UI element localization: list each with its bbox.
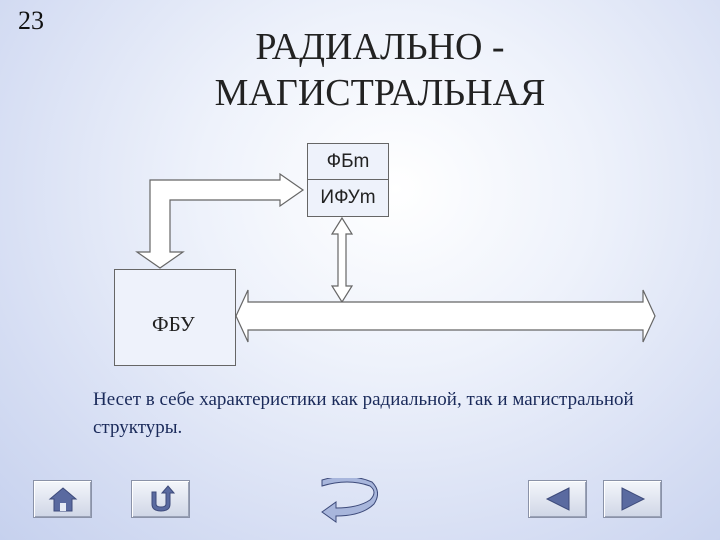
left-box: [114, 269, 236, 366]
return-arrow-icon: [321, 476, 378, 523]
description-text: Несет в себе характеристики как радиальн…: [93, 389, 634, 438]
home-icon: [48, 487, 77, 512]
slide-title: РАДИАЛЬНО - МАГИСТРАЛЬНАЯ: [160, 24, 600, 116]
left-box-label: ФБУ: [152, 312, 195, 336]
bus-double-arrow: [235, 289, 656, 343]
radial-arrow: [135, 172, 305, 269]
return-button[interactable]: [318, 476, 378, 524]
u-turn-icon: [151, 485, 175, 512]
home-button[interactable]: [33, 480, 92, 518]
back-button[interactable]: [131, 480, 190, 518]
slide-number: 23: [18, 6, 44, 35]
title-line-1: РАДИАЛЬНО -: [255, 26, 505, 68]
triangle-right-icon: [621, 487, 645, 511]
top-box-ifut: ИФУm: [307, 179, 389, 217]
vertical-double-arrow: [330, 216, 354, 304]
top-box-fbt: ФБm: [307, 143, 389, 180]
next-button[interactable]: [603, 480, 662, 518]
previous-button[interactable]: [528, 480, 587, 518]
title-line-2: МАГИСТРАЛЬНАЯ: [214, 72, 546, 114]
triangle-left-icon: [545, 487, 569, 511]
